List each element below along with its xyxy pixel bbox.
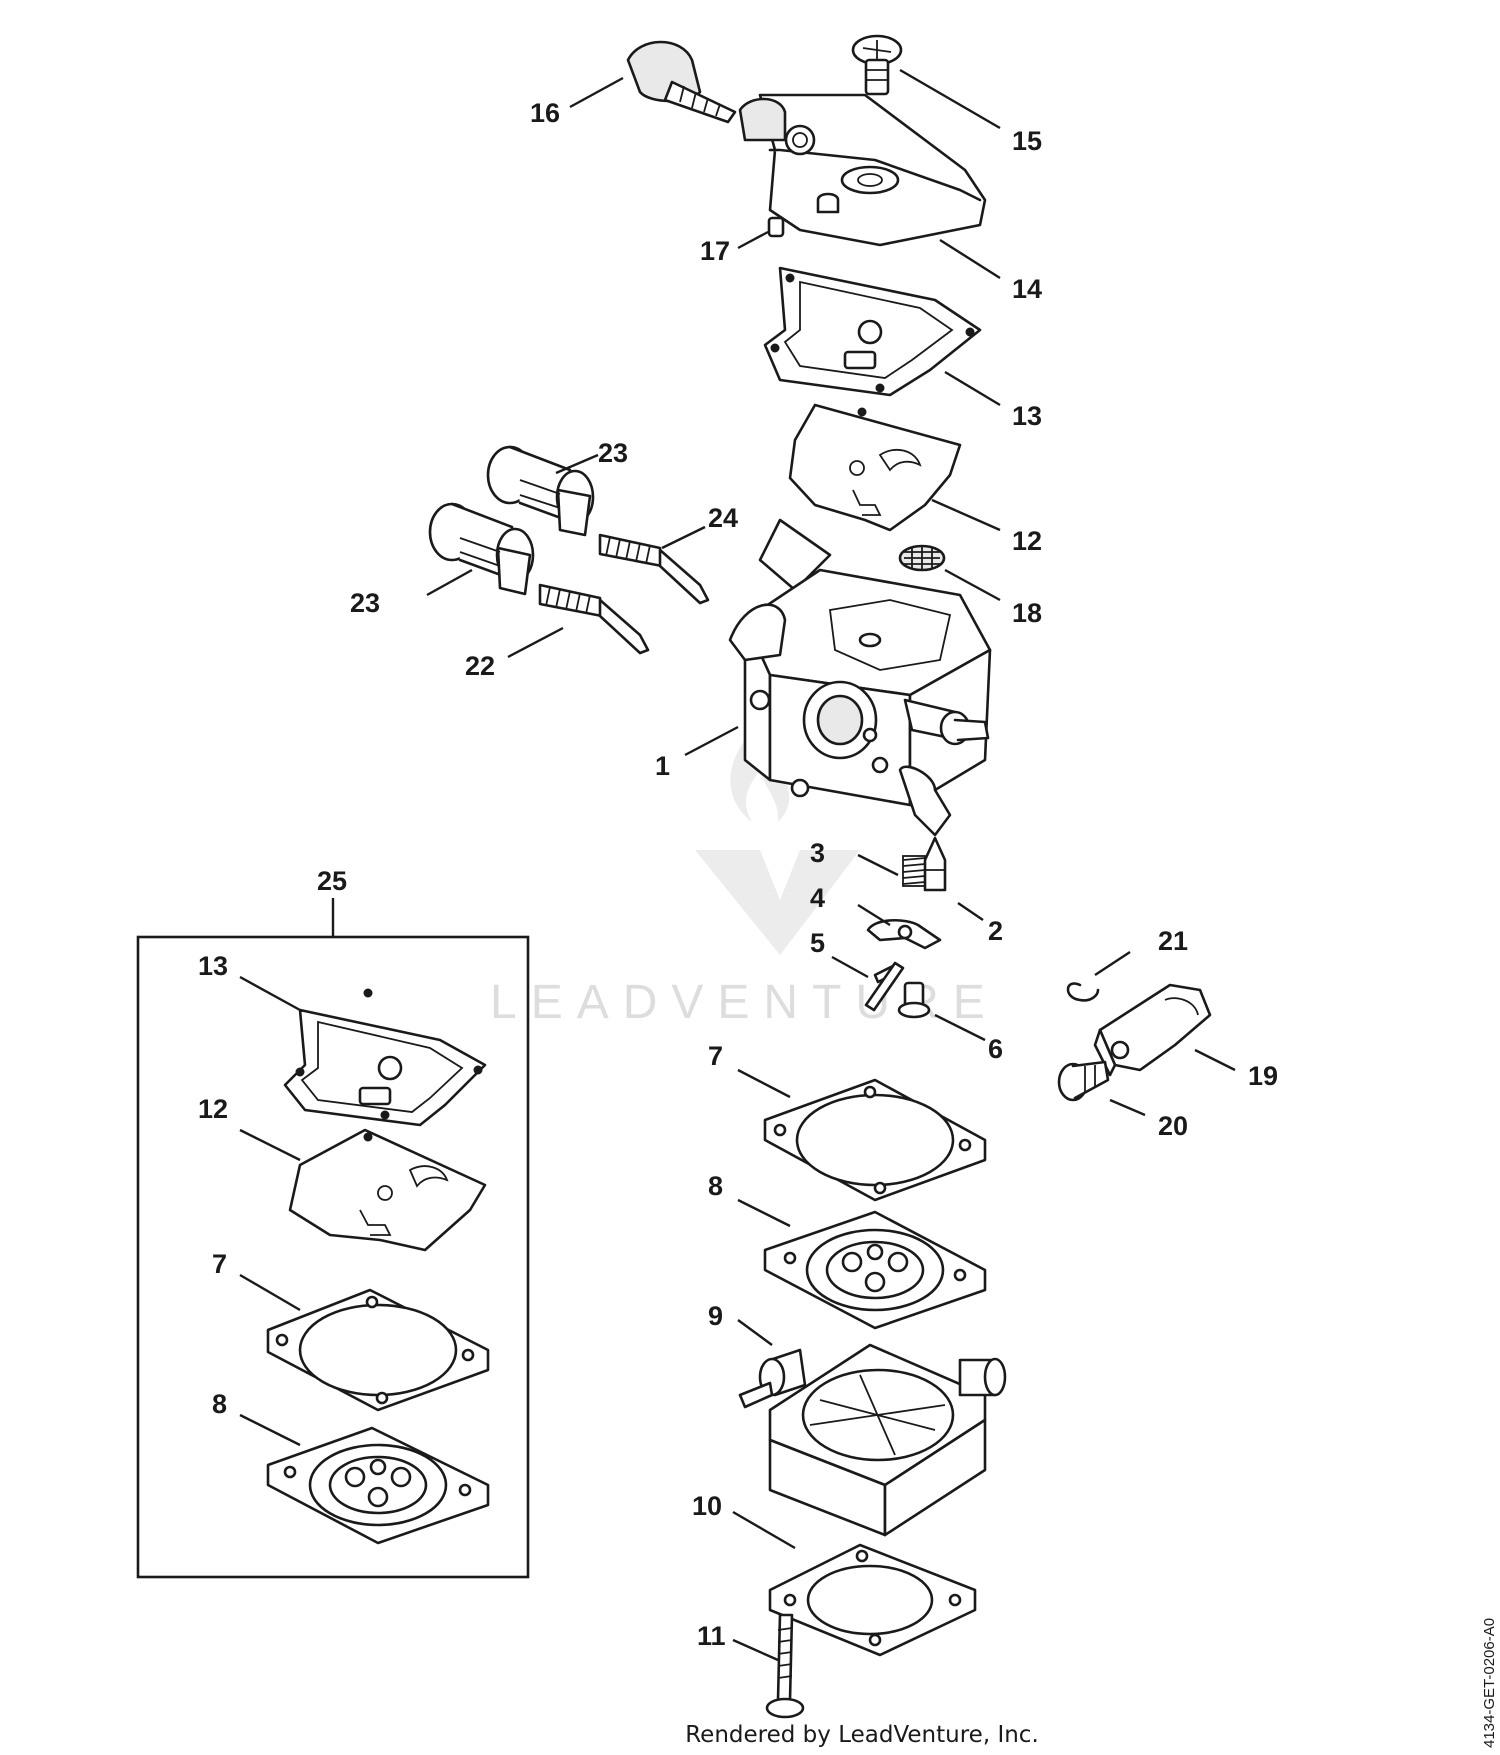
kit-callout-7: 7	[212, 1249, 227, 1279]
part-12-diaphragm[interactable]	[788, 403, 962, 532]
part-3-spring[interactable]	[902, 855, 926, 887]
watermark-text: LEADVENTURE	[490, 976, 999, 1029]
part-23-limiter-cap-upper[interactable]	[486, 445, 595, 537]
kit-part-7-gasket[interactable]	[266, 1288, 490, 1412]
callout-12: 12	[1012, 526, 1042, 556]
kit-callout-13: 13	[198, 951, 228, 981]
part-10-gasket[interactable]	[768, 1543, 977, 1657]
callout-24: 24	[708, 503, 738, 533]
callout-23-upper: 23	[598, 438, 628, 468]
callout-13: 13	[1012, 401, 1042, 431]
kit-part-8-pump-diaphragm[interactable]	[266, 1426, 490, 1545]
leader-lines	[239, 68, 1236, 1662]
callout-4: 4	[810, 883, 825, 913]
kit-callout-8: 8	[212, 1389, 227, 1419]
footer-credit: Rendered by LeadVenture, Inc.	[685, 1722, 1039, 1748]
callout-16: 16	[530, 98, 560, 128]
part-7-gasket[interactable]	[763, 1078, 987, 1202]
callout-23-lower: 23	[350, 588, 380, 618]
callout-2: 2	[988, 916, 1003, 946]
part-16-limiter-cap[interactable]	[626, 40, 737, 124]
kit-part-13-gasket[interactable]	[283, 988, 487, 1127]
part-5-spindle[interactable]	[864, 961, 905, 1012]
part-11-screw[interactable]	[765, 1613, 805, 1719]
callout-11: 11	[697, 1621, 726, 1651]
part-9-pump-cover[interactable]	[738, 1343, 1007, 1537]
part-20-screw[interactable]	[1057, 1060, 1110, 1102]
part-19-throttle-lever[interactable]	[1093, 983, 1212, 1077]
kit-part-12-diaphragm[interactable]	[288, 1128, 487, 1252]
part-8-pump-diaphragm[interactable]	[763, 1210, 987, 1330]
callout-25: 25	[317, 866, 347, 896]
part-13-gasket[interactable]	[763, 266, 982, 397]
part-4-control-lever[interactable]	[866, 919, 942, 950]
kit-callout-12: 12	[198, 1094, 228, 1124]
callout-6: 6	[988, 1034, 1003, 1064]
callout-17: 17	[700, 236, 730, 266]
callout-labels: 1 2 3 4 5 6 7 8 9 10 11 12 13 14 15 16 1…	[198, 98, 1278, 1651]
callout-22: 22	[465, 651, 495, 681]
part-15-screw[interactable]	[851, 34, 903, 96]
callout-3: 3	[810, 838, 825, 868]
callout-19: 19	[1248, 1061, 1278, 1091]
part-17-pin[interactable]	[767, 216, 785, 238]
part-18-fuel-screen[interactable]	[898, 544, 946, 572]
diagram-reference-code: 4134-GET-0206-A0	[1481, 1618, 1498, 1748]
callout-15: 15	[1012, 126, 1042, 156]
callout-7: 7	[708, 1041, 723, 1071]
callout-9: 9	[708, 1301, 723, 1331]
part-2-inlet-needle[interactable]	[923, 836, 947, 892]
part-24-adjusting-needle[interactable]	[598, 533, 710, 605]
part-14-cover[interactable]	[738, 93, 987, 247]
part-23-limiter-cap-lower[interactable]	[428, 502, 535, 596]
part-6-screw[interactable]	[897, 981, 931, 1019]
callout-10: 10	[692, 1491, 722, 1521]
callout-1: 1	[655, 751, 670, 781]
callout-21: 21	[1158, 926, 1188, 956]
callout-8: 8	[708, 1171, 723, 1201]
callout-5: 5	[810, 928, 825, 958]
part-22-adjusting-needle[interactable]	[538, 583, 650, 655]
callout-18: 18	[1012, 598, 1042, 628]
callout-14: 14	[1012, 274, 1042, 304]
part-1-carburetor-body[interactable]	[728, 518, 992, 837]
callout-20: 20	[1158, 1111, 1188, 1141]
part-21-e-clip[interactable]	[1066, 982, 1100, 1002]
